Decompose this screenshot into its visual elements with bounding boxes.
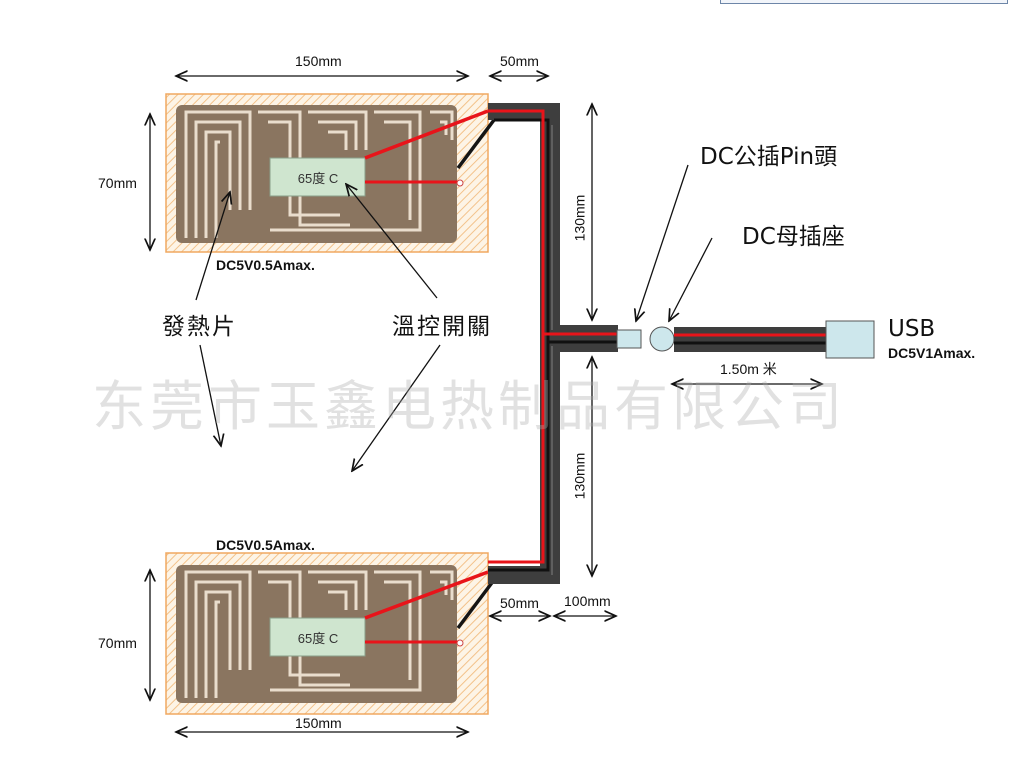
bottom-height-label: 70mm [98, 635, 137, 651]
wire-red-top-thermo [364, 109, 489, 160]
callout-thermo-top [346, 184, 438, 299]
dc-female-socket [649, 326, 675, 352]
cable-harness [488, 103, 618, 584]
top-height-label: 70mm [98, 175, 137, 191]
wire-black-bottom [456, 578, 496, 630]
top-lead-label: 50mm [500, 53, 539, 69]
usb-spec-label: DC5V1Amax. [888, 345, 976, 361]
branch-label: 100mm [564, 593, 611, 609]
bottom-spec-label: DC5V0.5Amax. [216, 537, 315, 553]
heating-sheet-label: 發熱片 [162, 314, 237, 340]
usb-cable [674, 327, 827, 352]
top-spec-label: DC5V0.5Amax. [216, 257, 315, 273]
usb-label: USB [888, 316, 936, 342]
wire-red-bottom-thermo [364, 570, 489, 620]
callout-heater-top [195, 192, 230, 301]
callout-dc-male [636, 164, 689, 321]
bottom-lead-label: 50mm [500, 595, 539, 611]
callout-heater-bottom [199, 344, 221, 446]
callout-thermo-bottom [352, 344, 441, 471]
window-edge [720, 0, 1008, 4]
dc-male-plug [616, 329, 642, 349]
usb-plug [825, 320, 875, 359]
company-watermark: 东莞市玉鑫电热制品有限公司 [92, 375, 846, 438]
thermostat-top-label: 65度 C [297, 171, 339, 186]
dc-male-pin-label: DC公插Pin頭 [700, 144, 838, 170]
usb-cable-length-label: 1.50m 米 [720, 361, 777, 377]
upper-vertical-label: 130mm [571, 194, 588, 242]
callout-dc-female [669, 237, 713, 321]
thermostat-switch-label: 溫控開關 [392, 314, 492, 340]
dc-female-socket-label: DC母插座 [742, 224, 845, 250]
bottom-width-label: 150mm [295, 715, 342, 731]
thermostat-bottom [269, 617, 366, 657]
top-width-label: 150mm [295, 53, 342, 69]
lower-vertical-label: 130mm [571, 452, 588, 500]
wire-black-top [456, 118, 496, 170]
thermostat-bottom-label: 65度 C [297, 631, 339, 646]
